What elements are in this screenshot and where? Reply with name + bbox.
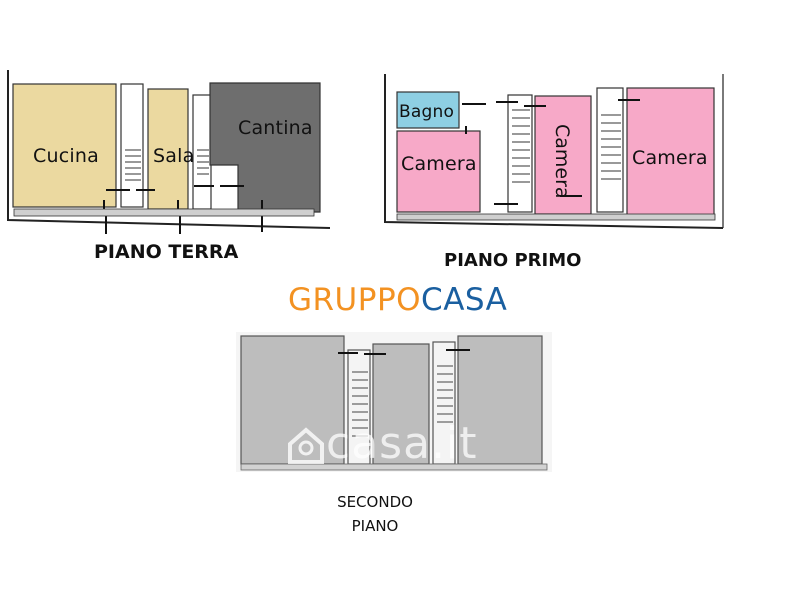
room-label-bagno: Bagno: [399, 102, 455, 122]
brand-part-gruppo: GRUPPO: [288, 282, 422, 318]
room-cucina: [12, 83, 117, 208]
room-cantina: [209, 82, 321, 213]
second-floor-title-line2: PIANO: [351, 517, 399, 535]
brand-logo-text: GRUPPOCASA: [288, 282, 507, 318]
staircase-ground-left: [120, 83, 144, 208]
staircase-second-right: [432, 341, 456, 465]
house-icon: [288, 427, 324, 464]
ground-floor-plan: [7, 70, 331, 234]
watermark-text: casa.it: [326, 418, 478, 469]
staircase-second-left: [347, 349, 371, 465]
ground-floor-title: PIANO TERRA: [94, 241, 239, 263]
room-camera-right: [626, 87, 715, 216]
second-floor-title-line1: SECONDO: [337, 493, 413, 511]
room-bagno: [396, 91, 460, 129]
staircase-first-right: [596, 87, 624, 213]
brand-part-casa: CASA: [421, 282, 508, 318]
staircase-first-left: [507, 94, 533, 213]
room-second-right: [457, 335, 543, 465]
first-floor-plan: [384, 74, 724, 229]
room-second-middle: [372, 343, 430, 465]
room-camera-left: [396, 130, 481, 213]
room-label-cucina: Cucina: [33, 145, 99, 167]
room-label-camera-right: Camera: [632, 147, 708, 169]
room-label-camera-middle: Camera: [551, 124, 573, 199]
room-label-camera-left: Camera: [401, 153, 477, 175]
staircase-ground-right: [192, 94, 212, 210]
room-camera-middle: [534, 95, 592, 215]
second-floor-title: SECONDO PIANO: [305, 490, 445, 538]
room-label-sala: Sala: [153, 145, 195, 167]
first-floor-title: PIANO PRIMO: [444, 250, 582, 271]
room-label-cantina: Cantina: [238, 117, 313, 139]
